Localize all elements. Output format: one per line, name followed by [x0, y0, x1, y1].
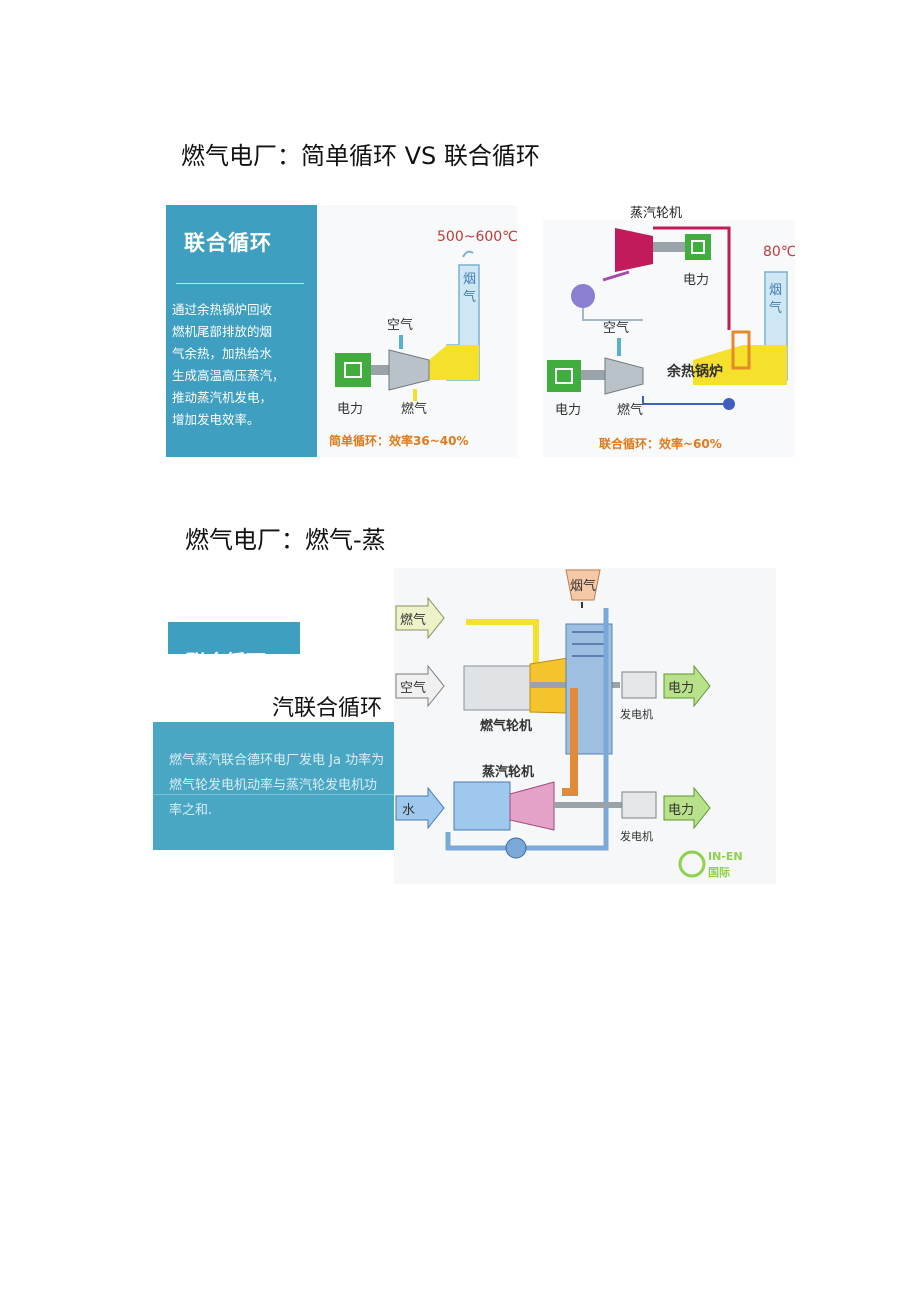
panel-line: 推动蒸汽机发电， — [172, 390, 273, 405]
section2-title: 燃气电厂：燃气-蒸 — [185, 526, 386, 554]
steam-turbine-icon — [615, 228, 653, 272]
section2-title-continued: 汽联合循环 — [272, 696, 383, 721]
description-text: 燃气蒸汽联合德环电厂发电 Ja 功率为燃气轮发电机动率与蒸汽轮发电机功率之和. — [169, 753, 385, 818]
power-arrow-2 — [663, 786, 711, 830]
combined-air-label: 空气 — [603, 320, 629, 336]
steam-line — [653, 226, 731, 330]
power-label: 电力 — [337, 402, 363, 417]
power-label-1: 电力 — [668, 681, 694, 696]
combined-temp-label: 80℃ — [763, 244, 795, 260]
pump-icon — [505, 837, 527, 859]
smoke-icon — [462, 250, 474, 258]
temp-label: 500~600℃ — [437, 229, 517, 245]
steam-turbine-label: 蒸汽轮机 — [482, 764, 534, 780]
panel-line: 增加发电效率。 — [172, 412, 260, 427]
generator-icon — [335, 353, 371, 387]
simple-cycle-diagram: 500~600℃ 烟 气 空气 电力 燃气 简单循环：效率36~40% — [317, 205, 517, 457]
power-top-label: 电力 — [683, 273, 709, 288]
combined-cycle-caption: 联合循环：效率~60% — [599, 436, 722, 451]
water-label: 水 — [402, 803, 415, 818]
pump-icon — [723, 398, 735, 410]
turbine-icon — [388, 349, 430, 391]
power-label-2: 电力 — [668, 803, 694, 818]
simple-cycle-caption: 简单循环：效率36~40% — [329, 433, 468, 448]
section1-title: 燃气电厂：简单循环 VS 联合循环 — [181, 142, 540, 170]
air-label: 空气 — [400, 680, 426, 696]
panel-body: 通过余热锅炉回收 燃机尾部排放的烟 气余热，加热给水 生成高温高压蒸汽， 推动蒸… — [172, 299, 285, 431]
gas-turbine-compressor — [463, 665, 531, 711]
flue-gas-stack — [565, 569, 601, 601]
panel-line: 生成高温高压蒸汽， — [172, 368, 285, 383]
combined-chimney-label-2: 气 — [769, 300, 782, 316]
condenser — [453, 781, 511, 831]
steam-pipe — [562, 688, 578, 796]
combined-power-label: 电力 — [555, 403, 581, 418]
air-arrow — [395, 664, 445, 708]
chimney-label-1: 烟 — [463, 272, 476, 287]
water-arrow — [395, 786, 445, 830]
combined-cycle-flow-diagram: 烟气 燃气 空气 水 燃气轮机 蒸汽轮机 发电机 发电机 电力 电力 IN-EN… — [394, 568, 776, 884]
combined-generator-icon — [547, 360, 581, 392]
panel-heading: 联合循环 — [184, 231, 272, 255]
fuel-label: 燃气 — [401, 401, 427, 417]
fuel-label: 燃气 — [400, 612, 426, 628]
logo-subtext: 国际 — [708, 865, 730, 879]
fuel-arrow — [395, 596, 445, 640]
panel-line: 燃机尾部排放的烟 — [172, 324, 273, 339]
air-label: 空气 — [387, 317, 413, 333]
generator-top-icon — [685, 234, 711, 260]
logo-text: IN-EN — [708, 850, 743, 863]
steam-turbine-label: 蒸汽轮机 — [630, 206, 683, 221]
combined-chimney-label-1: 烟 — [769, 283, 782, 298]
tab-fragment: 联合循环 — [168, 622, 300, 654]
description-panel: 燃气蒸汽联合德环电厂发电 Ja 功率为燃气轮发电机动率与蒸汽轮发电机功率之和. — [153, 722, 394, 850]
generator-2 — [621, 791, 657, 819]
combined-turbine-icon — [604, 357, 644, 395]
combined-cycle-diagram: 电力 80℃ 烟 气 余热锅炉 空气 电力 燃气 联合循环：效率~60% — [543, 220, 795, 457]
generator-1 — [621, 671, 657, 699]
generator-label-1: 发电机 — [620, 707, 653, 721]
tab-fragment-text: 联合循环 — [186, 646, 266, 654]
panel-line: 通过余热锅炉回收 — [172, 302, 273, 317]
water-loop — [445, 608, 609, 851]
flue-gas-label: 烟气 — [570, 578, 596, 594]
logo-icon — [678, 850, 706, 878]
boiler-label: 余热锅炉 — [666, 363, 723, 380]
generator-label-2: 发电机 — [620, 829, 653, 843]
combined-cycle-panel: 联合循环 通过余热锅炉回收 燃机尾部排放的烟 气余热，加热给水 生成高温高压蒸汽… — [162, 205, 317, 457]
gas-turbine-label: 燃气轮机 — [480, 718, 532, 734]
power-arrow-1 — [663, 664, 711, 708]
panel-divider — [176, 283, 304, 284]
combined-fuel-label: 燃气 — [617, 402, 643, 418]
panel-line: 气余热，加热给水 — [172, 346, 273, 361]
chimney-label-2: 气 — [463, 289, 476, 305]
steam-turbine — [509, 781, 555, 831]
condenser-icon — [571, 284, 595, 308]
exhaust-yellow — [429, 345, 479, 380]
